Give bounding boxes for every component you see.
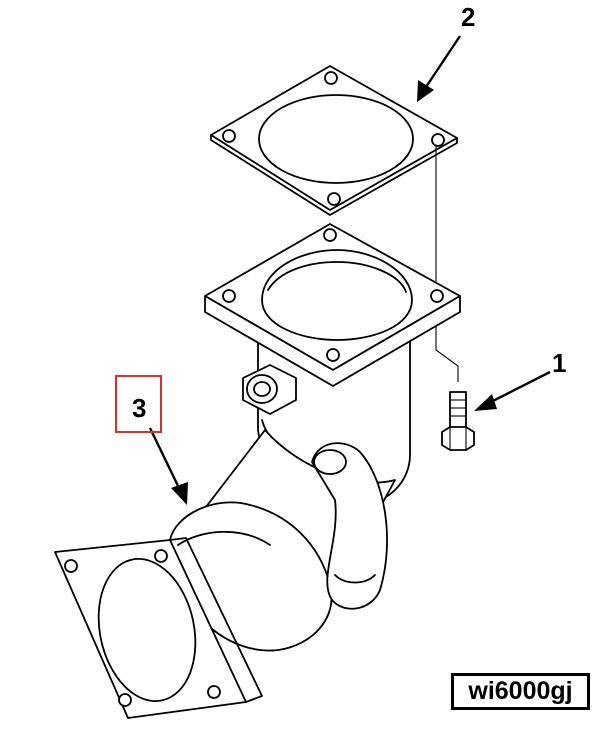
top-flange xyxy=(204,223,461,387)
elbow-tube xyxy=(311,442,388,610)
callout-arrow-1 xyxy=(474,370,551,411)
bolt xyxy=(441,391,475,451)
figure-id-label: wi6000gj xyxy=(451,673,590,710)
boss-fitting xyxy=(242,364,297,415)
callout-label-1: 1 xyxy=(552,348,567,378)
callout-arrow-2 xyxy=(417,35,461,102)
callout-label-3: 3 xyxy=(132,393,147,423)
callout-label-2: 2 xyxy=(461,2,476,32)
leader-line xyxy=(435,146,459,382)
callout-3-highlight-box xyxy=(115,375,162,433)
callout-arrow-3 xyxy=(148,427,188,505)
bottom-flange xyxy=(54,537,263,719)
gasket xyxy=(210,65,458,216)
